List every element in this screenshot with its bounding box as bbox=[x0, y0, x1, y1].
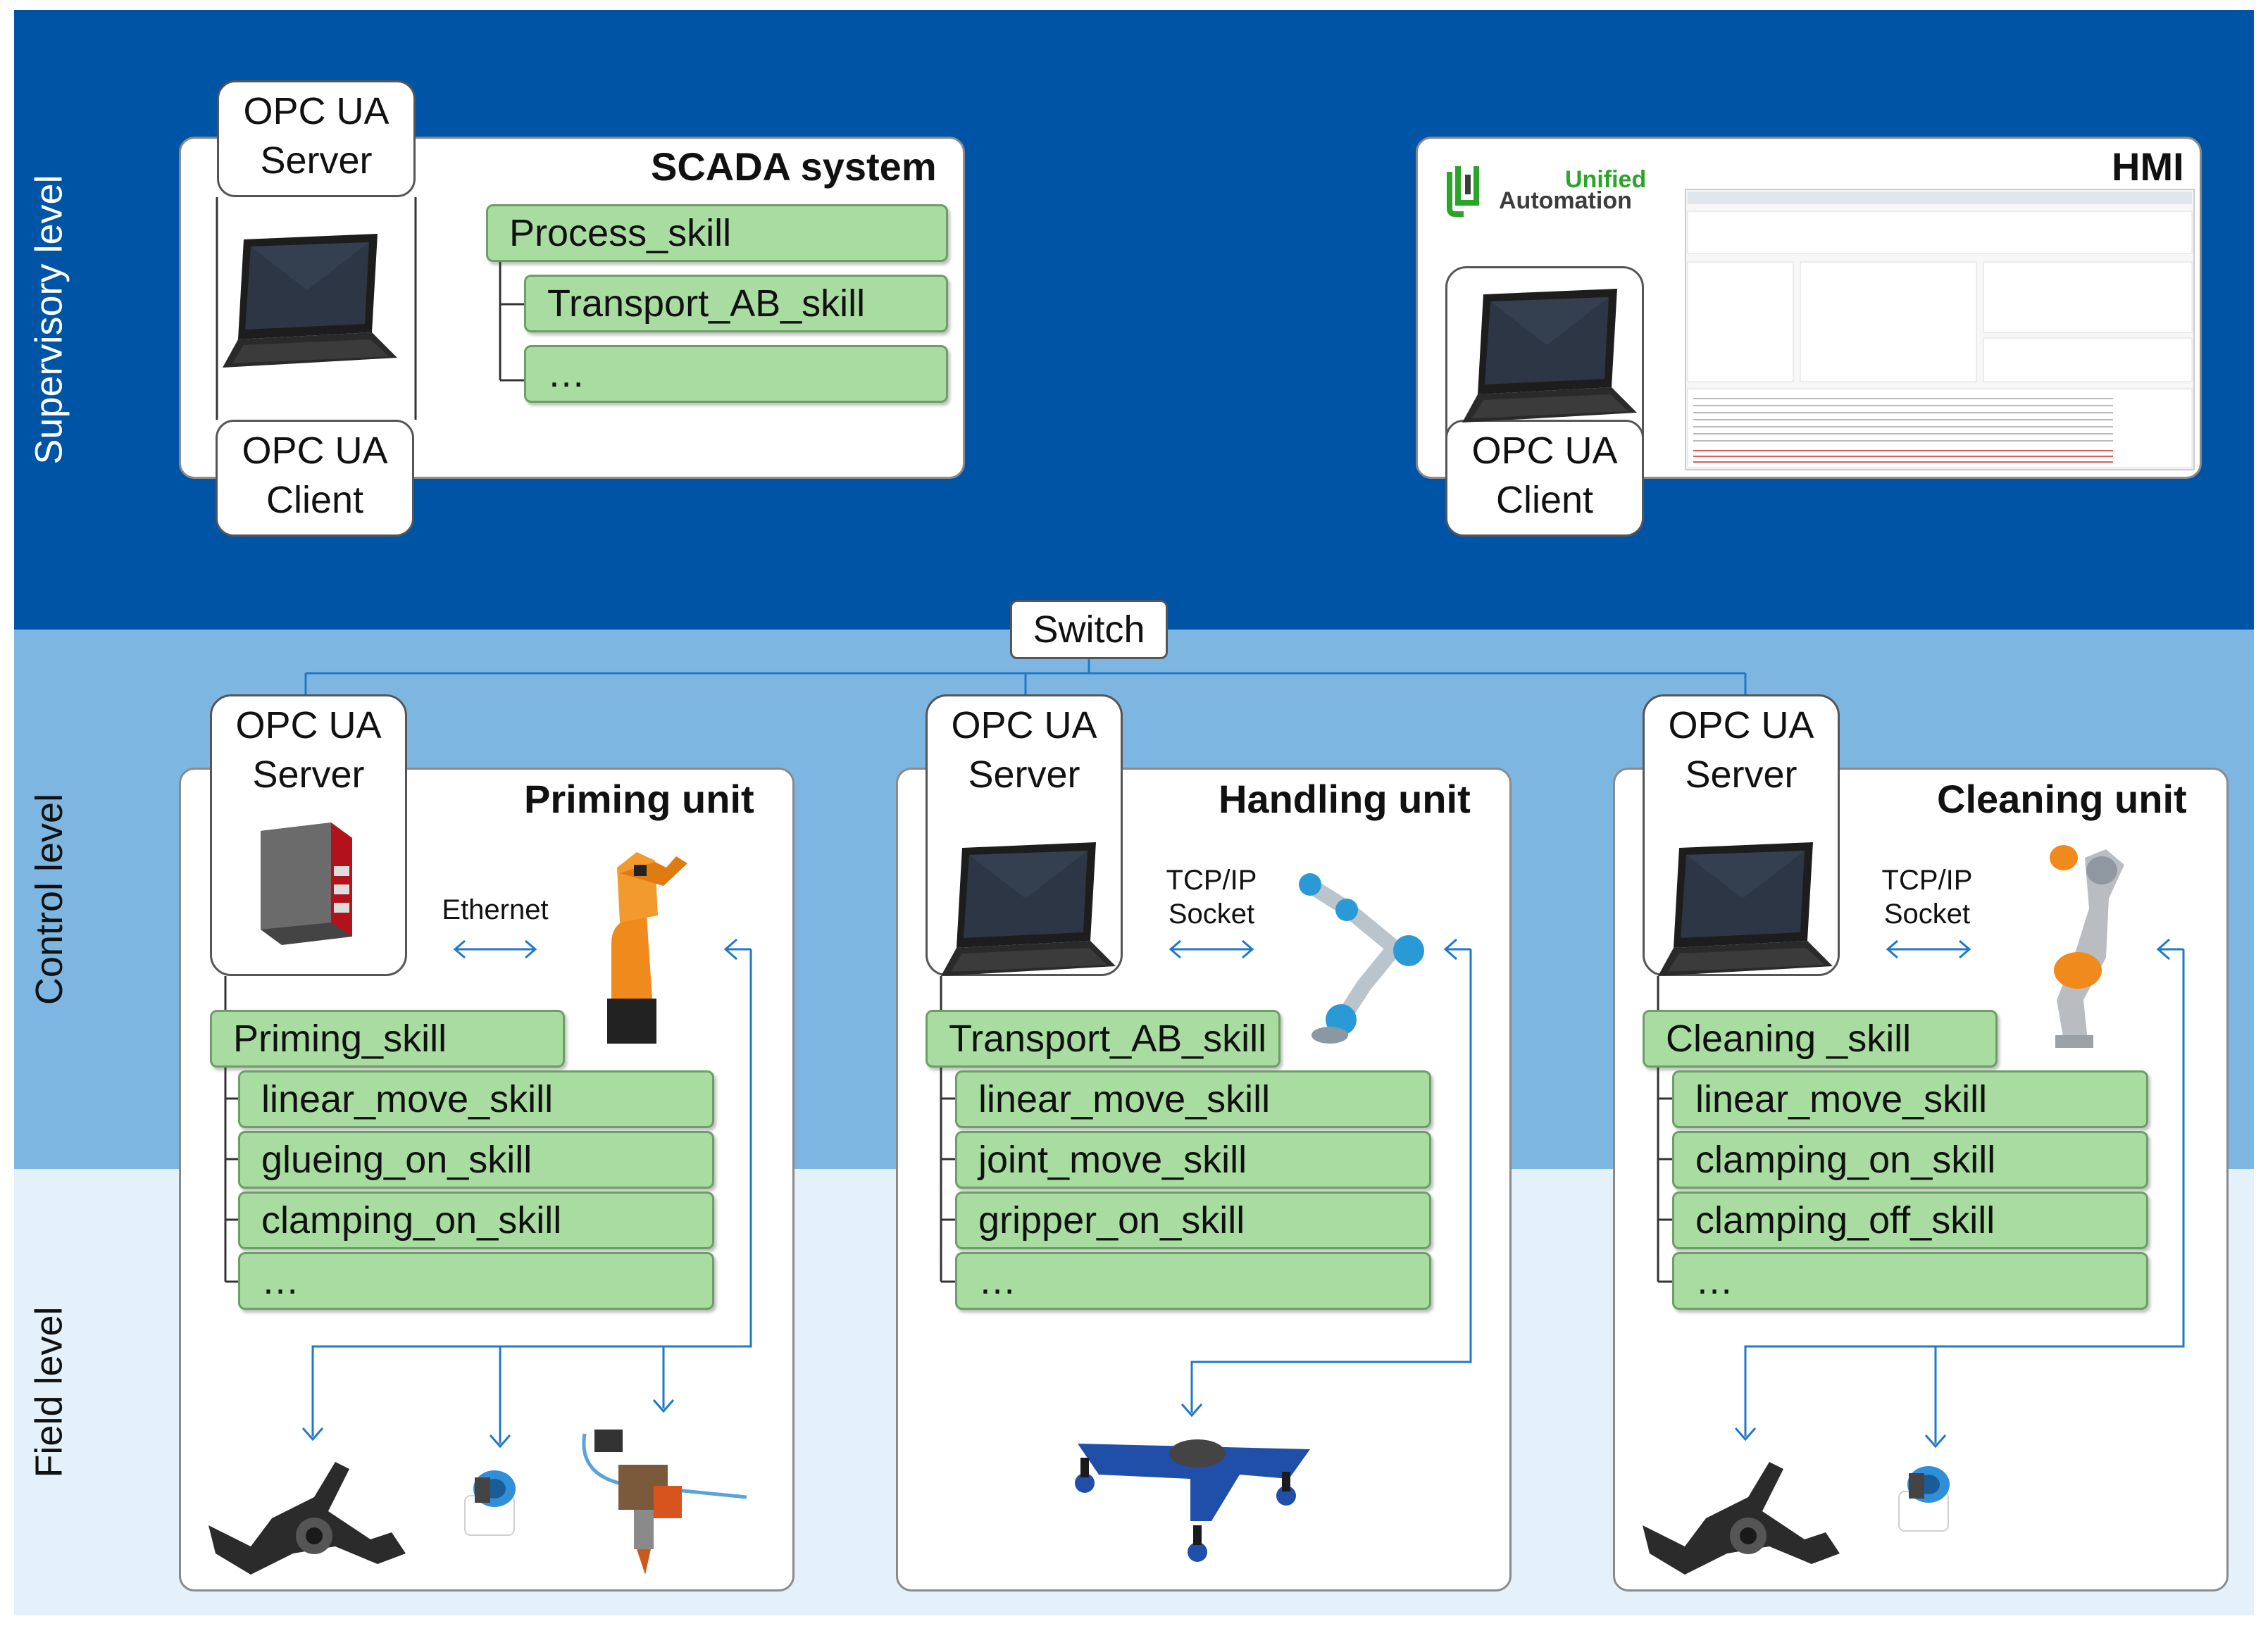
field-connectors bbox=[301, 938, 2185, 1449]
priming-gripper-icon bbox=[464, 1470, 516, 1536]
priming-sub-skill: glueing_on_skill bbox=[238, 1131, 714, 1189]
priming-protocol-label: Ethernet bbox=[442, 894, 549, 925]
network-lines bbox=[304, 659, 1747, 694]
unified-automation-logo-line1: Unified bbox=[1565, 166, 1647, 193]
network-switch: Switch bbox=[1010, 600, 1168, 659]
scada-tree-lines bbox=[216, 197, 524, 420]
handling-sub-skill: gripper_on_skill bbox=[955, 1192, 1431, 1249]
cleaning-clamp-fixture-icon bbox=[1643, 1462, 1840, 1575]
handling-sub-skill: joint_move_skill bbox=[955, 1131, 1431, 1189]
transport-ab-skill: Transport_AB_skill bbox=[524, 275, 948, 332]
hmi-title: HMI bbox=[2112, 144, 2184, 189]
cleaning-sub-skill: … bbox=[1672, 1252, 2148, 1310]
scada-more-skills: … bbox=[524, 345, 948, 403]
cleaning-skill: Cleaning _skill bbox=[1643, 1010, 1998, 1068]
cleaning-sub-skill: clamping_on_skill bbox=[1672, 1131, 2148, 1189]
handling-sub-skill: linear_move_skill bbox=[955, 1070, 1431, 1128]
unified-automation-logo-line2: Automation bbox=[1499, 187, 1632, 214]
kuka-robot-icon bbox=[607, 852, 687, 1044]
scada-title: SCADA system bbox=[651, 144, 937, 189]
scada-laptop-icon bbox=[223, 234, 397, 368]
handling-unit-title: Handling unit bbox=[1219, 777, 1471, 821]
cleaning-sub-skill: linear_move_skill bbox=[1672, 1070, 2148, 1128]
protocol-arrows bbox=[453, 939, 1971, 959]
handling-laptop-icon bbox=[941, 842, 1116, 976]
process-skill: Process_skill bbox=[486, 204, 948, 262]
priming-sub-skill: linear_move_skill bbox=[238, 1070, 714, 1128]
hmi-screenshot-detail bbox=[1687, 192, 2193, 468]
transport-ab-skill-handling: Transport_AB_skill bbox=[926, 1010, 1281, 1068]
cleaning-sub-skill: clamping_off_skill bbox=[1672, 1192, 2148, 1249]
handling-sub-skill: … bbox=[955, 1252, 1431, 1310]
unified-automation-logo bbox=[1447, 166, 1479, 217]
unit-tree-lines bbox=[224, 976, 1672, 1283]
lbr-robot-icon bbox=[2050, 845, 2124, 1048]
priming-skill: Priming_skill bbox=[210, 1010, 565, 1068]
priming-clamp-fixture-icon bbox=[208, 1462, 406, 1575]
hmi-laptop-icon bbox=[1462, 289, 1637, 423]
vacuum-gripper-icon bbox=[1075, 1439, 1310, 1562]
industrial-pc-icon bbox=[261, 823, 352, 945]
priming-sub-skill: clamping_on_skill bbox=[238, 1192, 714, 1249]
priming-sub-skill: … bbox=[238, 1252, 714, 1310]
priming-unit-title: Priming unit bbox=[524, 777, 754, 821]
cleaning-laptop-icon bbox=[1658, 842, 1833, 976]
cleaning-unit-title: Cleaning unit bbox=[1937, 777, 2187, 821]
cleaning-gripper-icon bbox=[1898, 1465, 1950, 1532]
glue-valve-icon bbox=[582, 1430, 747, 1575]
ur-robot-icon bbox=[1299, 873, 1424, 1044]
